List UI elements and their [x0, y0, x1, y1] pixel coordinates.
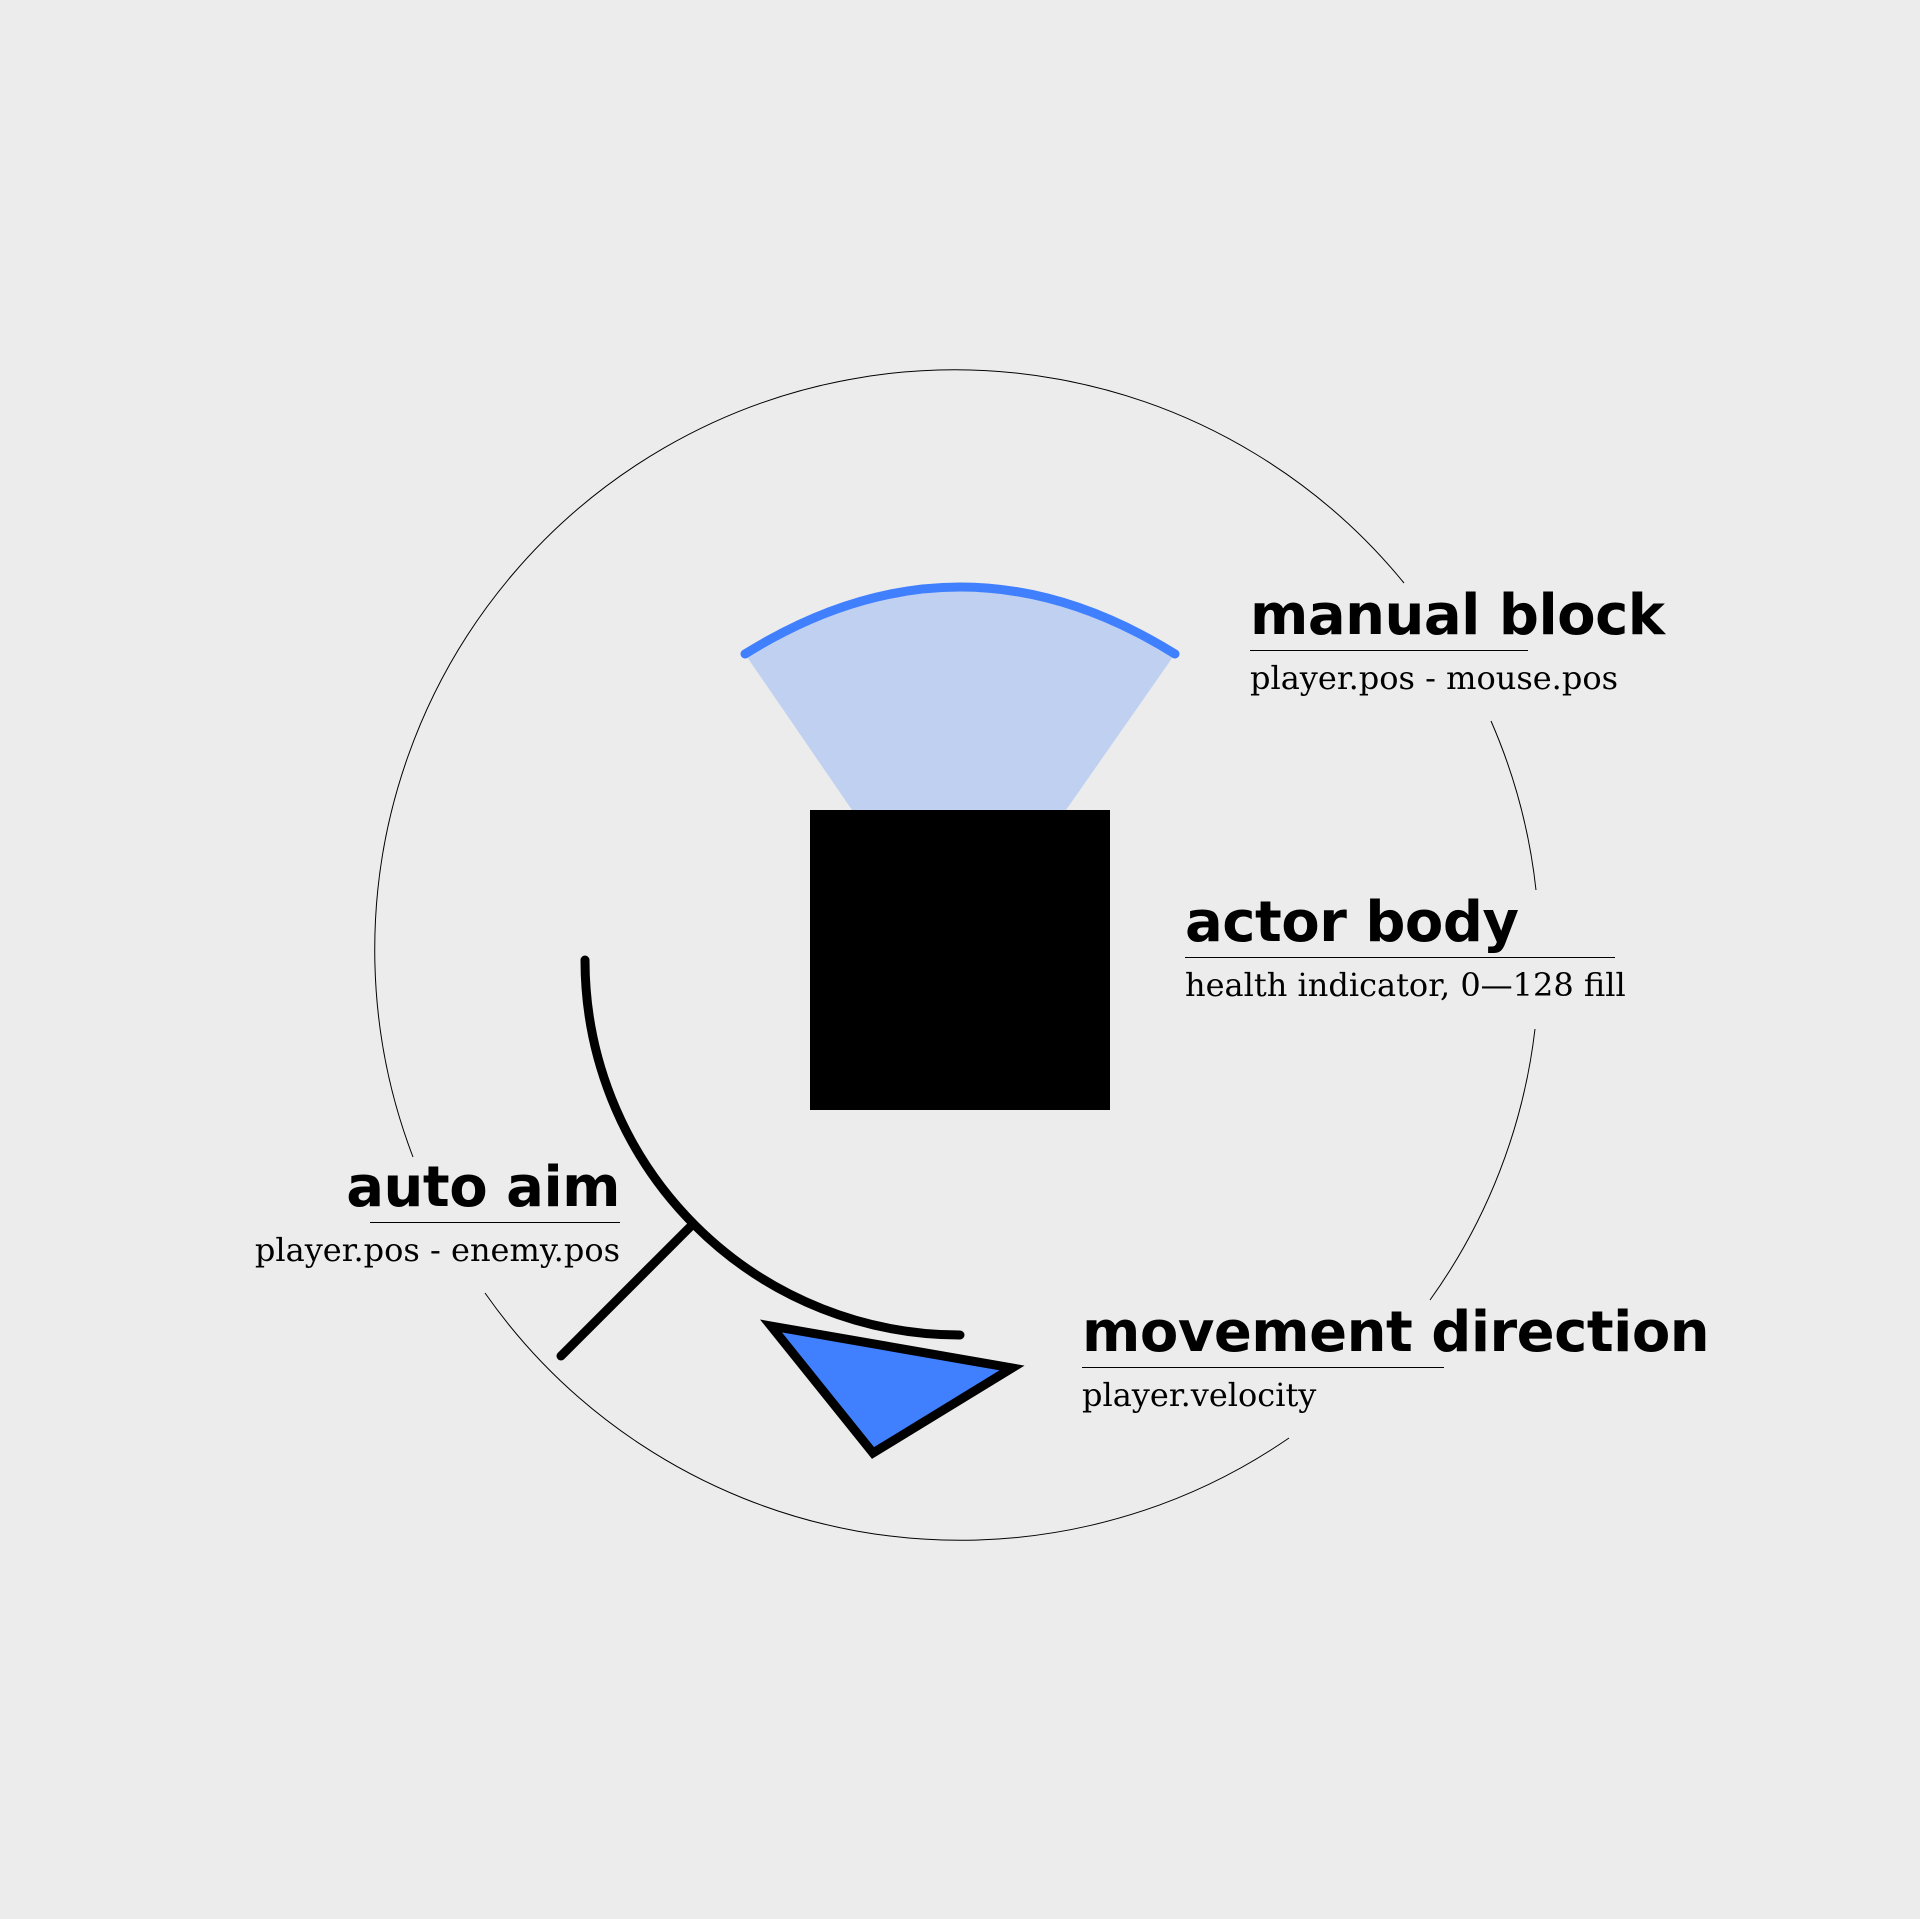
actor-body-square: [810, 810, 1110, 1110]
auto-aim-label: auto aim player.pos - enemy.pos: [254, 1155, 621, 1270]
manual-block-cone: [745, 587, 1175, 810]
orbit-arc-top-left: [374, 369, 1405, 1158]
manual-block-subtitle: player.pos - mouse.pos: [1250, 659, 1619, 697]
manual-block-shield: [740, 582, 1180, 810]
actor-body-title: actor body: [1185, 890, 1519, 955]
auto-aim-indicator: [556, 955, 965, 1361]
orbit-arc-bottom: [484, 1292, 1290, 1541]
actor-body-underline: [1185, 957, 1615, 958]
movement-direction-title: movement direction: [1082, 1300, 1710, 1365]
manual-block-label: manual block player.pos - mouse.pos: [1250, 586, 1665, 697]
movement-direction-label: movement direction player.velocity: [1082, 1300, 1710, 1414]
manual-block-arc: [740, 582, 1180, 659]
actor-body-subtitle: health indicator, 0—128 fill: [1185, 966, 1626, 1004]
orbit-circle: [374, 369, 1537, 1541]
manual-block-underline: [1250, 650, 1528, 651]
movement-direction-arrow: [760, 1319, 1025, 1459]
auto-aim-title: auto aim: [346, 1155, 620, 1220]
orbit-arc-right-upper: [1490, 720, 1537, 891]
manual-block-title: manual block: [1250, 583, 1665, 648]
movement-direction-subtitle: player.velocity: [1082, 1376, 1317, 1414]
auto-aim-underline: [370, 1222, 620, 1223]
actor-body-label: actor body health indicator, 0—128 fill: [1185, 893, 1626, 1004]
auto-aim-subtitle: player.pos - enemy.pos: [254, 1231, 620, 1269]
auto-aim-tick: [556, 1220, 697, 1361]
movement-direction-underline: [1082, 1367, 1444, 1368]
orbit-arc-right-lower: [1429, 1028, 1536, 1301]
